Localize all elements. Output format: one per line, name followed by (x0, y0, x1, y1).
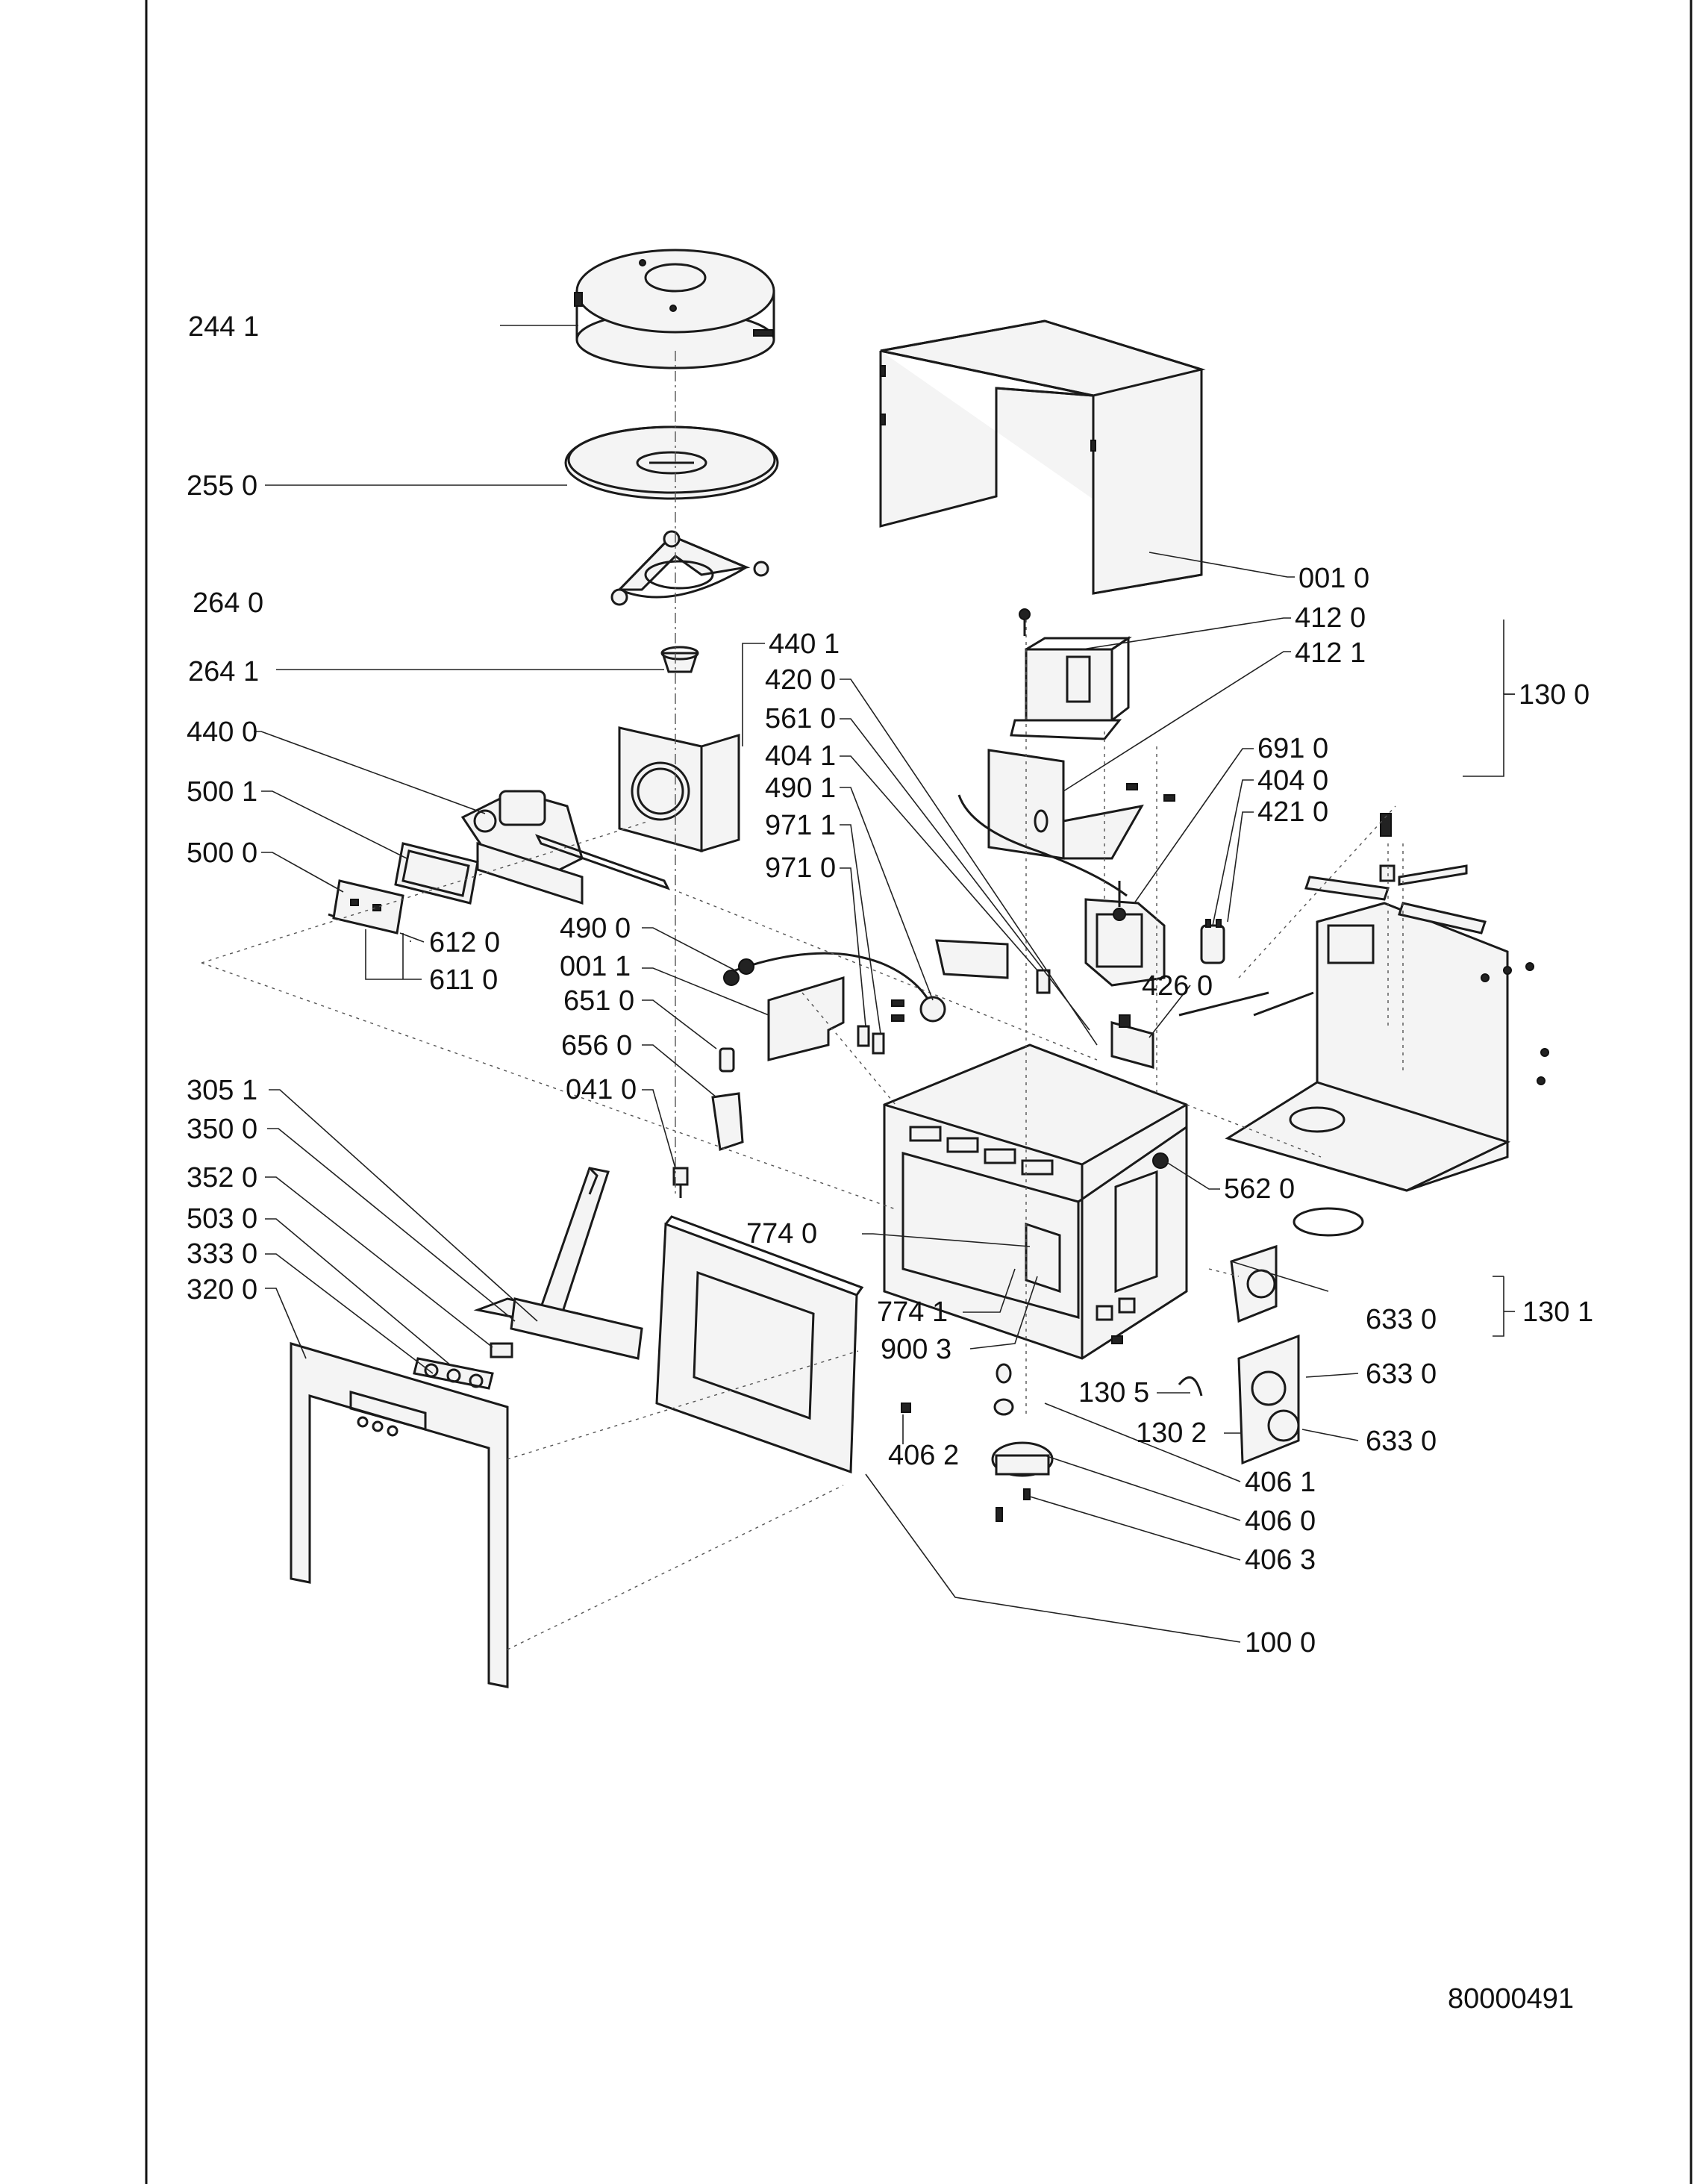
transformer-bracket-drawing (987, 749, 1175, 860)
coupler-drawing (660, 646, 699, 673)
fan-duct-drawing (618, 726, 740, 853)
part-label: 774 0 (746, 1218, 817, 1249)
part-label: 305 1 (187, 1075, 257, 1106)
part-label: 420 0 (765, 664, 836, 696)
door-panel-drawing (655, 1215, 864, 1474)
part-label: 633 0 (1366, 1304, 1437, 1335)
part-label: 562 0 (1224, 1173, 1295, 1205)
part-label: 651 0 (563, 985, 634, 1017)
diode-drawing (1178, 991, 1269, 1017)
part-label: 130 2 (1136, 1417, 1207, 1449)
right-side-panel-drawing (1225, 902, 1549, 1192)
part-label: 490 1 (765, 773, 836, 804)
part-label: 440 1 (769, 628, 840, 660)
part-label: 490 0 (560, 913, 631, 944)
bracket-651-drawing (767, 976, 845, 1061)
part-label: 001 0 (1298, 563, 1369, 594)
part-label: 406 0 (1245, 1506, 1316, 1537)
keypad-board-drawing (510, 1297, 643, 1360)
mica-cover-drawing (1293, 1207, 1364, 1237)
part-label: 320 0 (187, 1274, 257, 1305)
part-label: 244 1 (188, 311, 259, 343)
part-label: 561 0 (765, 703, 836, 734)
stirrer-bracket-lower-drawing (1178, 1334, 1300, 1465)
part-label: 691 0 (1257, 733, 1328, 764)
part-label: 426 0 (1142, 970, 1213, 1002)
hv-wire-drawing (957, 794, 1128, 897)
part-label: 255 0 (187, 470, 257, 502)
part-label: 611 0 (429, 964, 498, 996)
capacitor-drawing (1200, 919, 1225, 964)
turntable-motor-drawing (991, 1363, 1054, 1522)
glass-tray-drawing (564, 425, 779, 500)
vent-strips-drawing (1304, 813, 1487, 935)
fan-motor-drawing (460, 790, 671, 905)
oven-cavity-drawing (883, 1043, 1188, 1360)
part-label: 633 0 (1366, 1426, 1437, 1457)
part-label: 130 0 (1519, 679, 1590, 711)
part-label: 412 0 (1295, 602, 1366, 634)
part-label: 130 1 (1522, 1297, 1593, 1328)
alignment-lines (201, 351, 1404, 1650)
small-parts-656-041-drawing (672, 1047, 744, 1198)
part-label: 412 1 (1295, 637, 1366, 669)
part-label: 264 1 (188, 656, 259, 687)
part-label: 774 1 (877, 1297, 948, 1328)
part-labels: 244 1 255 0 264 0 264 1 440 0 500 1 500 … (187, 311, 1593, 1659)
magnetron-drawing (1084, 881, 1166, 987)
outer-casing-drawing (879, 319, 1206, 595)
part-label: 900 3 (881, 1334, 951, 1365)
part-label: 633 0 (1366, 1358, 1437, 1390)
part-label: 612 0 (429, 927, 500, 958)
part-label: 100 0 (1245, 1627, 1316, 1659)
part-label: 264 0 (193, 587, 263, 619)
thermostat-drawing (1110, 1014, 1154, 1069)
small-board-drawing (328, 879, 404, 935)
part-label: 656 0 (561, 1030, 632, 1061)
stirrer-bracket-upper-drawing (1230, 1244, 1278, 1323)
part-label: 041 0 (566, 1074, 637, 1105)
part-label: 500 0 (187, 837, 257, 869)
part-label: 971 0 (765, 852, 836, 884)
part-label: 406 1 (1245, 1467, 1316, 1498)
control-frame-drawing (290, 1341, 509, 1688)
part-label: 500 1 (187, 776, 257, 808)
control-board-drawing (394, 842, 479, 905)
turntable-cover-drawing (574, 249, 775, 369)
part-label: 421 0 (1257, 796, 1328, 828)
part-label: 971 1 (765, 810, 836, 841)
part-label: 333 0 (187, 1238, 257, 1270)
part-label: 406 3 (1245, 1544, 1316, 1576)
part-label: 352 0 (187, 1162, 257, 1194)
part-label: 130 5 (1078, 1377, 1149, 1408)
leader-lines (254, 325, 1515, 1643)
part-label: 404 0 (1257, 765, 1328, 796)
keypad-buttons-drawing (413, 1342, 513, 1390)
document-number: 80000491 (1448, 1983, 1574, 2015)
part-label: 350 0 (187, 1114, 257, 1145)
screw-406-2-drawing (901, 1403, 911, 1413)
transformer-drawing (1010, 608, 1132, 740)
interlock-switches-drawing (857, 939, 1051, 1055)
part-label: 001 1 (560, 951, 631, 982)
part-label: 440 0 (187, 717, 257, 748)
part-label: 503 0 (187, 1203, 257, 1235)
roller-support-drawing (610, 530, 769, 606)
part-label: 406 2 (888, 1440, 959, 1471)
part-label: 404 1 (765, 740, 836, 772)
wire-harness-drawing (723, 952, 946, 1023)
